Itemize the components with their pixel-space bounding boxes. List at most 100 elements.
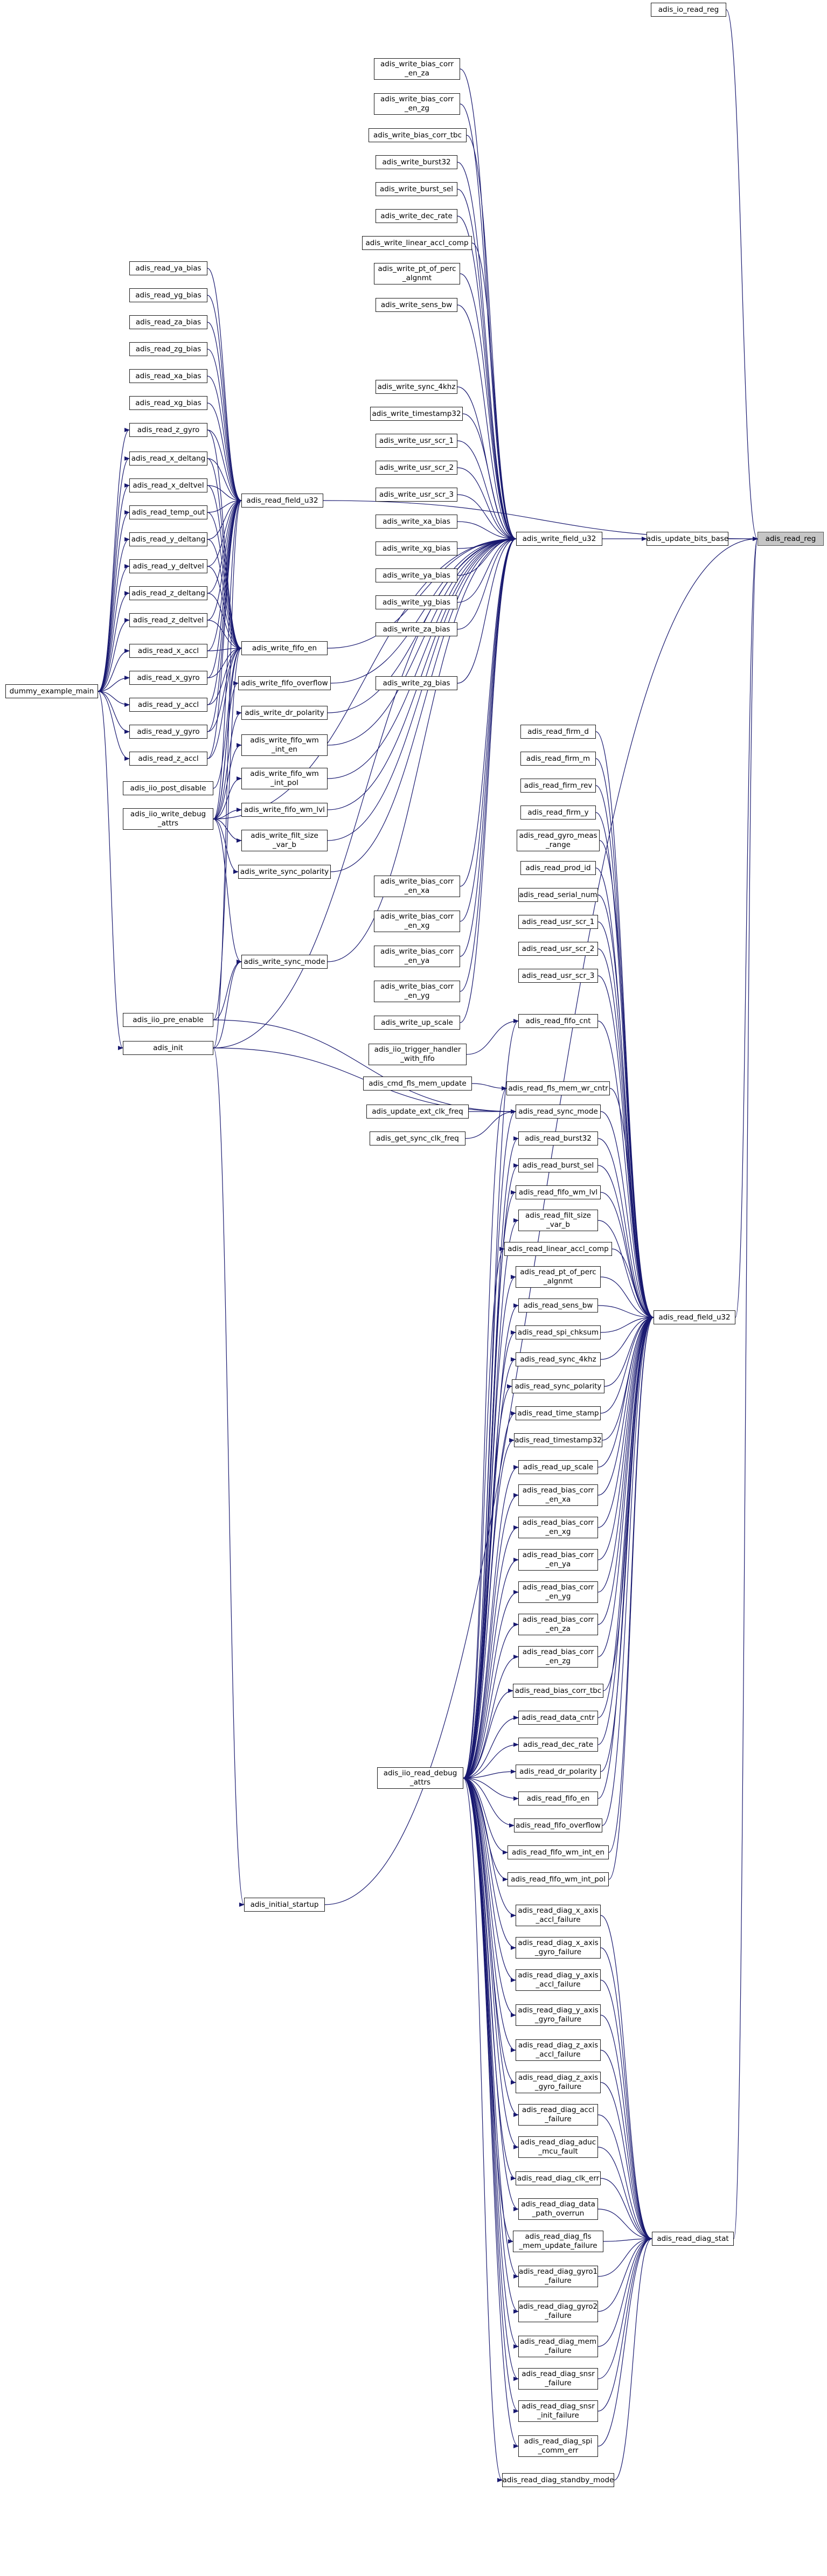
graph-node[interactable]: adis_read_firm_d: [520, 725, 596, 739]
graph-node[interactable]: adis_iio_pre_enable: [123, 1013, 213, 1027]
graph-node[interactable]: adis_write_usr_scr_3: [376, 488, 457, 502]
graph-node[interactable]: adis_read_linear_accl_comp: [504, 1242, 612, 1256]
graph-node[interactable]: adis_read_diag_spi _comm_err: [518, 2435, 598, 2457]
graph-node[interactable]: adis_read_x_accl: [129, 644, 207, 658]
graph-node[interactable]: adis_read_sync_mode: [516, 1105, 601, 1119]
graph-node[interactable]: adis_read_x_deltang: [129, 452, 207, 466]
graph-node[interactable]: adis_read_bias_corr _en_zg: [518, 1646, 598, 1668]
graph-node[interactable]: adis_read_ya_bias: [129, 261, 207, 275]
graph-node[interactable]: adis_read_z_gyro: [129, 423, 207, 437]
graph-node[interactable]: adis_read_temp_out: [129, 505, 207, 519]
graph-node[interactable]: adis_write_burst_sel: [376, 182, 457, 196]
graph-node[interactable]: adis_write_bias_corr _en_ya: [374, 946, 460, 967]
graph-node[interactable]: adis_read_diag_y_axis _accl_failure: [516, 1969, 601, 1991]
graph-node[interactable]: adis_read_z_deltvel: [129, 613, 207, 627]
graph-node[interactable]: adis_write_sens_bw: [376, 298, 457, 312]
graph-node[interactable]: adis_write_sync_polarity: [238, 865, 331, 879]
graph-node[interactable]: adis_get_sync_clk_freq: [370, 1131, 465, 1145]
graph-node[interactable]: adis_update_ext_clk_freq: [366, 1105, 469, 1119]
graph-node[interactable]: adis_read_z_deltang: [129, 586, 207, 600]
graph-node[interactable]: adis_write_linear_accl_comp: [362, 236, 472, 250]
graph-node[interactable]: adis_read_bias_corr _en_ya: [518, 1549, 598, 1571]
graph-node[interactable]: adis_read_diag_fls _mem_update_failure: [513, 2231, 603, 2252]
graph-node[interactable]: adis_write_fifo_wm _int_pol: [241, 768, 328, 789]
graph-node[interactable]: adis_read_xa_bias: [129, 369, 207, 383]
graph-node[interactable]: adis_write_ya_bias: [376, 568, 457, 582]
graph-node[interactable]: adis_write_fifo_overflow: [238, 676, 331, 690]
graph-node[interactable]: adis_read_y_accl: [129, 698, 207, 712]
graph-node[interactable]: adis_read_sens_bw: [518, 1299, 598, 1313]
graph-node[interactable]: adis_read_za_bias: [129, 315, 207, 329]
graph-node[interactable]: adis_read_x_gyro: [129, 671, 207, 685]
graph-node[interactable]: adis_write_dr_polarity: [241, 706, 328, 720]
graph-node[interactable]: adis_write_dec_rate: [376, 209, 457, 223]
graph-node[interactable]: adis_read_diag_aduc _mcu_fault: [518, 2136, 598, 2158]
graph-node[interactable]: adis_write_bias_corr _en_xa: [374, 876, 460, 897]
graph-node[interactable]: adis_read_diag_z_axis _accl_failure: [516, 2039, 601, 2061]
graph-node[interactable]: adis_write_sync_4khz: [376, 380, 457, 394]
graph-node[interactable]: adis_read_field_u32: [654, 1310, 735, 1324]
graph-node[interactable]: adis_read_xg_bias: [129, 396, 207, 410]
graph-node[interactable]: adis_iio_read_debug _attrs: [377, 1767, 463, 1789]
graph-node[interactable]: adis_read_y_deltang: [129, 532, 207, 546]
graph-node[interactable]: adis_write_usr_scr_1: [376, 434, 457, 448]
graph-node[interactable]: adis_read_fifo_overflow: [514, 1818, 602, 1832]
graph-node[interactable]: adis_iio_post_disable: [123, 781, 213, 795]
graph-node[interactable]: adis_read_fifo_wm_lvl: [516, 1185, 601, 1199]
graph-node[interactable]: adis_write_fifo_wm_lvl: [241, 803, 328, 817]
graph-node[interactable]: adis_read_bias_corr _en_za: [518, 1614, 598, 1635]
graph-node[interactable]: adis_read_filt_size _var_b: [518, 1210, 598, 1231]
graph-node[interactable]: adis_read_fifo_wm_int_pol: [508, 1872, 609, 1886]
graph-node[interactable]: adis_read_yg_bias: [129, 288, 207, 302]
graph-node[interactable]: adis_write_za_bias: [376, 622, 457, 636]
graph-node[interactable]: adis_io_read_reg: [651, 3, 726, 17]
graph-node[interactable]: adis_read_sync_4khz: [516, 1352, 601, 1366]
graph-node[interactable]: adis_write_field_u32: [516, 532, 602, 546]
graph-node[interactable]: adis_read_fls_mem_wr_cntr: [506, 1081, 610, 1095]
graph-node[interactable]: adis_write_xa_bias: [376, 515, 457, 529]
graph-node[interactable]: adis_write_sync_mode: [241, 955, 328, 969]
graph-node[interactable]: adis_read_diag_data _path_overrun: [518, 2198, 598, 2220]
graph-node[interactable]: adis_read_fifo_wm_int_en: [508, 1845, 609, 1859]
graph-node[interactable]: adis_init: [123, 1041, 213, 1055]
graph-node[interactable]: adis_iio_trigger_handler _with_fifo: [369, 1044, 467, 1065]
graph-node[interactable]: adis_read_pt_of_perc _algnmt: [516, 1266, 601, 1288]
graph-node[interactable]: adis_write_bias_corr_tbc: [369, 128, 467, 142]
graph-node[interactable]: adis_read_firm_m: [520, 752, 596, 766]
graph-node[interactable]: adis_write_yg_bias: [376, 595, 457, 609]
graph-node[interactable]: adis_read_usr_scr_1: [518, 915, 598, 929]
graph-node[interactable]: adis_read_bias_corr _en_xg: [518, 1517, 598, 1538]
graph-node[interactable]: adis_read_usr_scr_3: [518, 969, 598, 983]
graph-node[interactable]: adis_read_diag_stat: [652, 2232, 734, 2246]
graph-node[interactable]: adis_read_diag_y_axis _gyro_failure: [516, 2004, 601, 2026]
graph-node[interactable]: adis_write_fifo_en: [241, 641, 328, 655]
graph-node[interactable]: adis_read_z_accl: [129, 752, 207, 766]
graph-node[interactable]: adis_write_bias_corr _en_yg: [374, 981, 460, 1002]
graph-node[interactable]: adis_read_diag_standby_mode: [502, 2473, 614, 2487]
graph-node[interactable]: adis_read_field_u32: [241, 494, 323, 508]
graph-node[interactable]: dummy_example_main: [5, 684, 98, 698]
graph-node[interactable]: adis_read_firm_rev: [520, 779, 596, 793]
graph-node[interactable]: adis_read_dec_rate: [518, 1738, 598, 1752]
graph-node[interactable]: adis_update_bits_base: [647, 532, 728, 546]
graph-node[interactable]: adis_read_diag_x_axis _gyro_failure: [516, 1937, 601, 1959]
graph-node[interactable]: adis_read_bias_corr _en_xa: [518, 1484, 598, 1506]
graph-node[interactable]: adis_read_reg: [757, 532, 824, 546]
graph-node[interactable]: adis_read_fifo_en: [518, 1792, 598, 1806]
graph-node[interactable]: adis_write_timestamp32: [370, 407, 463, 421]
graph-node[interactable]: adis_read_y_deltvel: [129, 559, 207, 573]
graph-node[interactable]: adis_read_diag_snsr _init_failure: [518, 2400, 598, 2422]
graph-node[interactable]: adis_read_burst_sel: [518, 1158, 598, 1172]
graph-node[interactable]: adis_write_bias_corr _en_za: [374, 58, 460, 80]
graph-node[interactable]: adis_read_up_scale: [518, 1460, 598, 1474]
graph-node[interactable]: adis_read_data_cntr: [518, 1711, 598, 1725]
graph-node[interactable]: adis_read_bias_corr _en_yg: [518, 1581, 598, 1603]
graph-node[interactable]: adis_read_usr_scr_2: [518, 942, 598, 956]
graph-node[interactable]: adis_cmd_fls_mem_update: [363, 1077, 472, 1091]
graph-node[interactable]: adis_read_diag_z_axis _gyro_failure: [516, 2072, 601, 2093]
graph-node[interactable]: adis_read_prod_id: [520, 861, 596, 875]
graph-node[interactable]: adis_read_time_stamp: [516, 1406, 601, 1420]
graph-node[interactable]: adis_write_burst32: [376, 155, 457, 169]
graph-node[interactable]: adis_read_serial_num: [518, 888, 598, 902]
graph-node[interactable]: adis_read_timestamp32: [514, 1433, 602, 1447]
